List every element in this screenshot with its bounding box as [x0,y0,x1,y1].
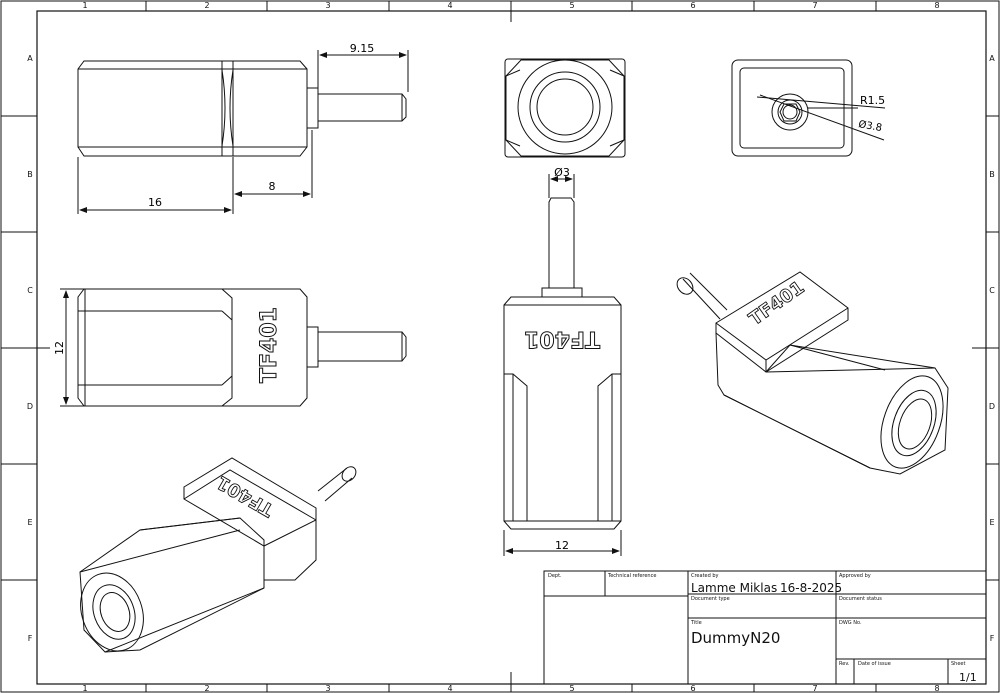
row-label-left: E [27,518,32,527]
dim-9-15: 9.15 [350,42,375,55]
dwg-label: DWG No. [839,620,862,626]
dim-12-horizontal: 12 [555,539,569,552]
row-label-right: E [989,518,994,527]
row-label-left: D [27,402,33,411]
row-label-left: A [27,54,33,63]
col-label-top: 5 [569,1,574,10]
created-value: Lamme Miklas [691,581,777,595]
top-view [77,50,409,214]
end-view-left [504,58,626,158]
dim-12-vertical: 12 [53,341,66,355]
row-label-right: A [989,54,995,63]
rev-label: Rev. [839,661,850,667]
dept-label: Dept. [548,573,562,579]
row-label-right: C [989,286,995,295]
title-block-text: Dept. Technical reference Created by Lam… [548,573,977,684]
title-block [543,570,987,685]
created-label: Created by [691,573,719,579]
title-label: Title [690,620,702,626]
dim-8: 8 [269,180,276,193]
engraving-iso-right: TF401 [745,277,808,330]
row-label-right: B [989,170,995,179]
col-label-bottom: 7 [812,684,817,693]
col-label-bottom: 1 [82,684,87,693]
row-label-left: B [27,170,33,179]
front-view [60,288,407,407]
col-label-top: 6 [690,1,695,10]
row-label-left: F [28,634,33,643]
techref-label: Technical reference [607,573,656,579]
date-issue-label: Date of issue [858,661,891,667]
col-label-bottom: 3 [325,684,330,693]
doctype-label: Document type [691,596,730,602]
sheet-value: 1/1 [959,671,977,684]
docstatus-label: Document status [839,596,882,602]
col-label-top: 1 [82,1,87,10]
dim-r1-5: R1.5 [860,94,885,107]
col-label-top: 3 [325,1,330,10]
engraving-side: TF401 [524,326,600,351]
col-label-top: 7 [812,1,817,10]
col-label-bottom: 4 [447,684,452,693]
iso-view-left [79,457,357,653]
row-label-left: C [27,286,33,295]
side-view [503,174,622,556]
col-label-bottom: 5 [569,684,574,693]
created-date: 16-8-2025 [780,581,842,595]
engraving-front: TF401 [257,307,282,383]
row-label-right: F [990,634,995,643]
approved-label: Approved by [839,573,871,579]
col-label-top: 8 [934,1,939,10]
grid-labels: 1 2 3 4 5 6 7 8 1 2 3 4 5 6 7 8 A B C D … [27,1,995,693]
iso-view-right [676,271,949,475]
row-label-right: D [989,402,995,411]
title-value: DummyN20 [691,629,780,647]
col-label-bottom: 8 [934,684,939,693]
dim-16: 16 [148,196,162,209]
sheet-label: Sheet [951,661,965,667]
end-view-right [731,59,886,157]
dim-pin-diameter: Ø3 [554,166,570,179]
col-label-top: 4 [447,1,452,10]
col-label-bottom: 2 [204,684,209,693]
col-label-top: 2 [204,1,209,10]
dim-diameter-3-8: Ø3.8 [857,118,883,134]
col-label-bottom: 6 [690,684,695,693]
